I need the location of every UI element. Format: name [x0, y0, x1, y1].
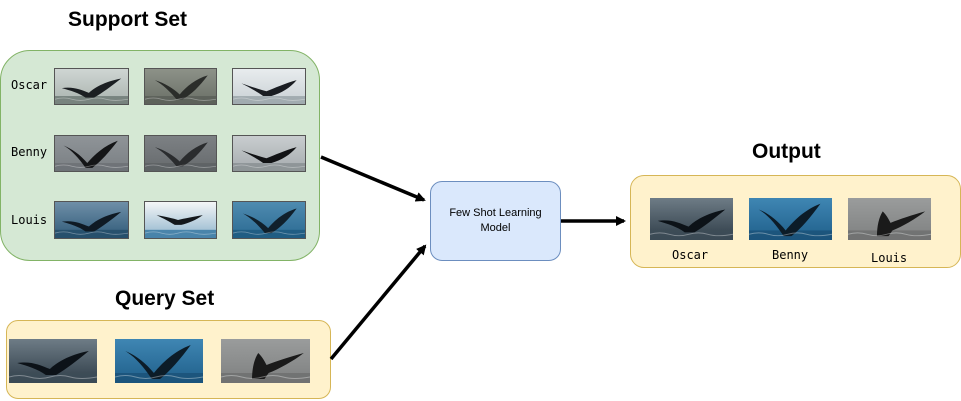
- query-set-title: Query Set: [115, 287, 215, 310]
- whale-fluke-image: [144, 201, 217, 239]
- whale-fluke-image: [749, 198, 832, 240]
- whale-fluke-image: [232, 201, 306, 239]
- whale-fluke-image: [232, 68, 306, 105]
- arrow-support-to-model: [320, 155, 426, 202]
- whale-fluke-image: [9, 339, 97, 383]
- few-shot-learning-model-box: Few Shot Learning Model: [430, 181, 561, 261]
- whale-fluke-image: [115, 339, 203, 383]
- whale-fluke-image: [650, 198, 733, 240]
- output-label-oscar: Oscar: [672, 248, 709, 262]
- output-label-louis: Louis: [871, 251, 908, 265]
- arrow-query-to-model: [329, 244, 427, 361]
- whale-fluke-image: [144, 135, 217, 172]
- support-row-label-benny: Benny: [11, 145, 48, 159]
- whale-fluke-image: [54, 201, 129, 239]
- support-row-label-oscar: Oscar: [11, 78, 48, 92]
- whale-fluke-image: [232, 135, 306, 172]
- whale-fluke-image: [54, 68, 129, 105]
- model-label-line2: Model: [480, 222, 511, 234]
- whale-fluke-image: [144, 68, 217, 105]
- whale-fluke-image: [54, 135, 129, 172]
- support-set-title: Support Set: [68, 8, 187, 31]
- model-label-line1: Few Shot Learning: [449, 207, 542, 219]
- support-row-label-louis: Louis: [11, 213, 48, 227]
- whale-fluke-image: [848, 198, 931, 240]
- whale-fluke-image: [221, 339, 310, 383]
- output-label-benny: Benny: [772, 248, 809, 262]
- output-title: Output: [752, 140, 821, 163]
